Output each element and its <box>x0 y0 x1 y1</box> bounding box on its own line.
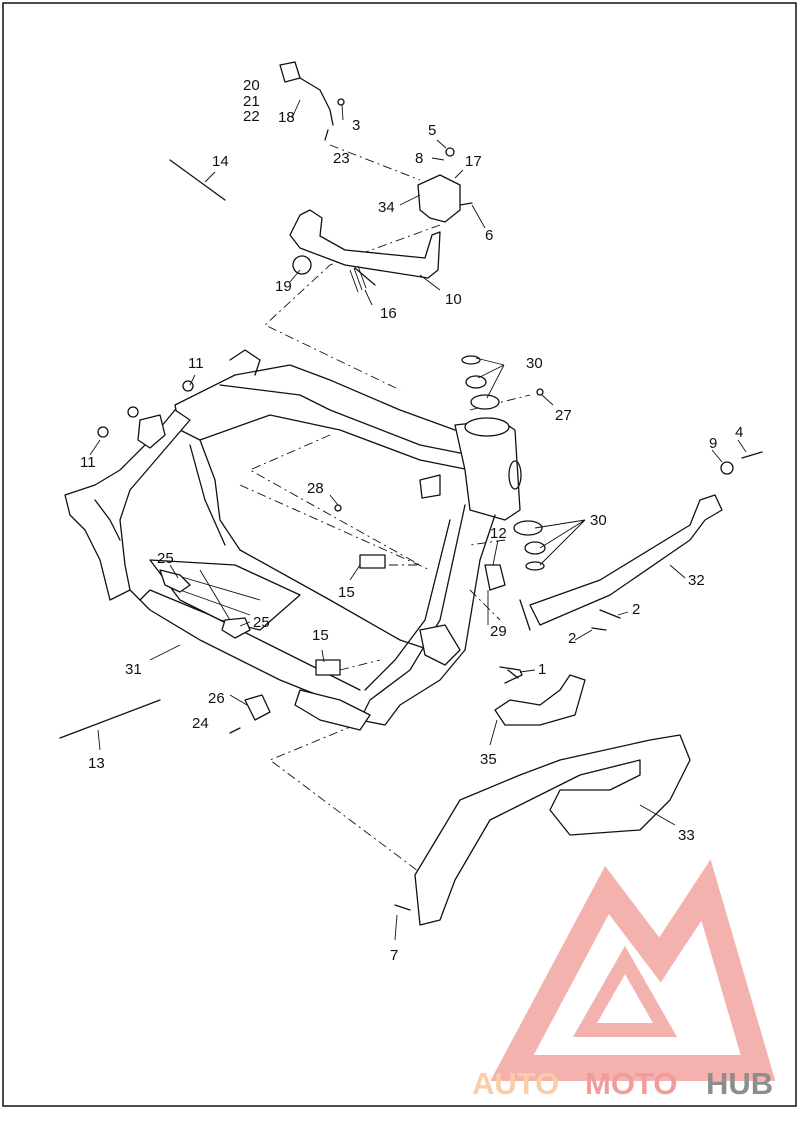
callout-31: 31 <box>125 661 142 678</box>
callout-26: 26 <box>208 690 225 707</box>
callout-15: 15 <box>338 584 355 601</box>
callout-33: 33 <box>678 827 695 844</box>
callout-21: 21 <box>243 93 260 110</box>
callout-29: 29 <box>490 623 507 640</box>
callout-8: 8 <box>415 150 423 167</box>
callout-11: 11 <box>188 355 204 372</box>
logo-word-hub: HUB <box>706 1066 773 1101</box>
callout-25: 25 <box>253 614 270 631</box>
bearings-lower <box>513 520 546 571</box>
callout-17: 17 <box>465 153 482 170</box>
callout-12: 12 <box>490 525 507 542</box>
callout-1: 1 <box>538 661 546 678</box>
callout-24: 24 <box>192 715 209 732</box>
callout-14: 14 <box>212 153 229 170</box>
callout-leaders <box>89 99 747 941</box>
callout-27: 27 <box>555 407 572 424</box>
callout-10: 10 <box>445 291 462 308</box>
callout-16: 16 <box>380 305 397 322</box>
callout-32: 32 <box>688 572 705 589</box>
callout-22: 22 <box>243 108 260 125</box>
callout-6: 6 <box>485 227 493 244</box>
jiffy-stand-assembly <box>279 61 473 293</box>
bearings-upper <box>461 355 500 410</box>
crash-bar-assembly <box>414 494 723 926</box>
logo-word-moto: MOTO <box>585 1066 677 1101</box>
callout-13: 13 <box>88 755 105 772</box>
callout-2: 2 <box>632 601 640 618</box>
callout-11: 11 <box>80 454 96 471</box>
callout-35: 35 <box>480 751 497 768</box>
callout-25: 25 <box>157 550 174 567</box>
callout-5: 5 <box>428 122 436 139</box>
logo-word-auto: AUTO <box>472 1066 559 1101</box>
callout-19: 19 <box>275 278 292 295</box>
callout-20: 20 <box>243 77 260 94</box>
callout-9: 9 <box>709 435 717 452</box>
callout-4: 4 <box>735 424 743 441</box>
automotohub-logo: AUTO MOTO HUB <box>472 859 776 1101</box>
callout-23: 23 <box>333 150 350 167</box>
callout-7: 7 <box>390 947 398 964</box>
callout-numbers: 1 2 2 3 4 5 6 7 8 9 10 11 11 12 13 14 15… <box>80 77 743 964</box>
frame-main <box>64 349 544 731</box>
callout-18: 18 <box>278 109 295 126</box>
small-parts <box>59 129 763 911</box>
callout-15: 15 <box>312 627 329 644</box>
callout-30: 30 <box>590 512 607 529</box>
callout-3: 3 <box>352 117 360 134</box>
callout-34: 34 <box>378 199 395 216</box>
callout-30: 30 <box>526 355 543 372</box>
callout-28: 28 <box>307 480 324 497</box>
callout-2: 2 <box>568 630 576 647</box>
